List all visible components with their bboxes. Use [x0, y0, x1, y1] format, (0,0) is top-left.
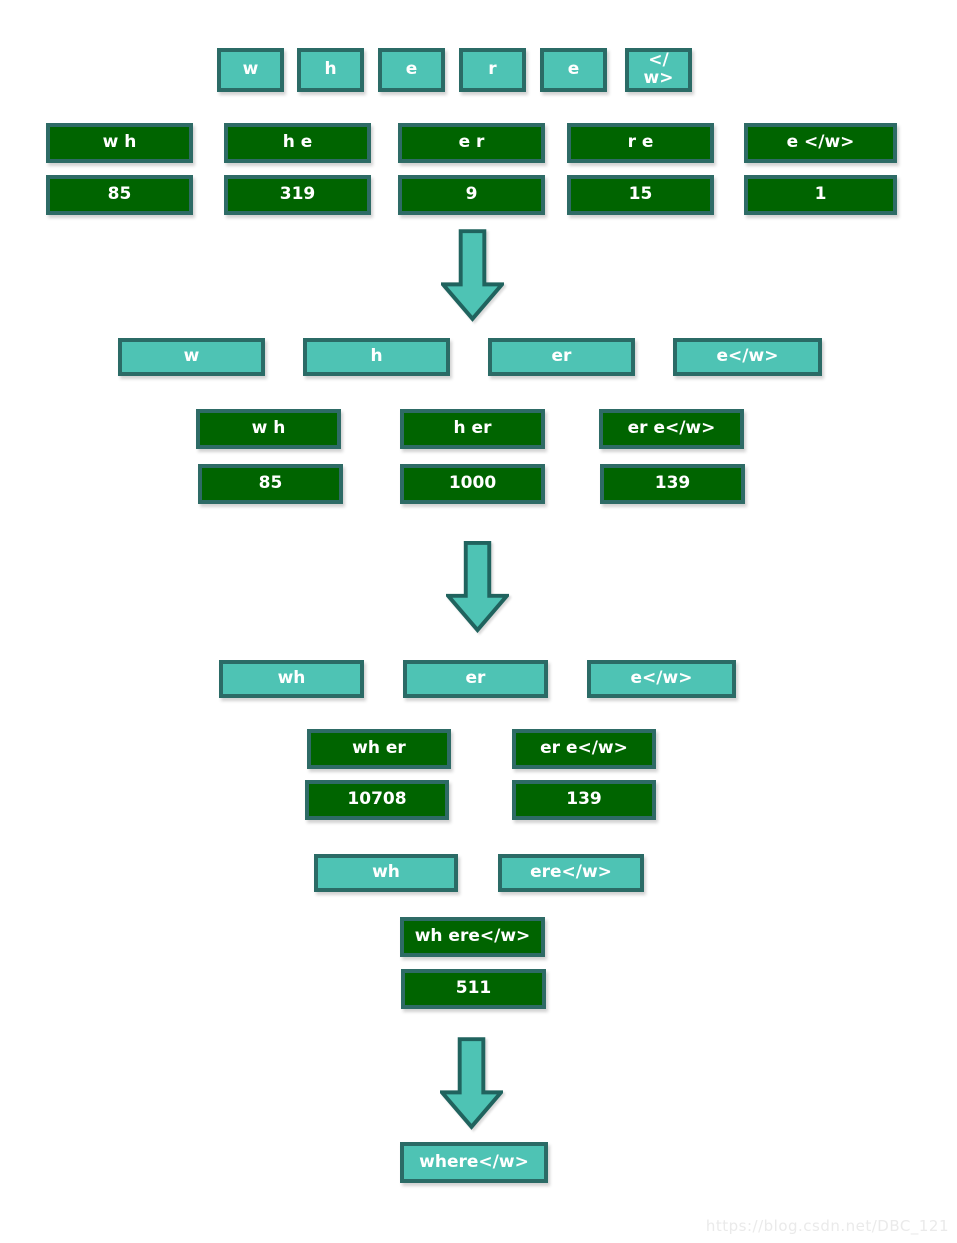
token-box: wh: [219, 660, 364, 698]
token-box: er: [488, 338, 635, 376]
pair-box: e r: [398, 123, 545, 163]
count-box: 511: [401, 969, 546, 1009]
token-box: h: [297, 48, 364, 92]
pair-box: wh er: [307, 729, 451, 769]
count-box: 139: [512, 780, 656, 820]
token-box: e: [378, 48, 445, 92]
pair-box: w h: [196, 409, 341, 449]
token-box: wh: [314, 854, 458, 892]
token-box: ere</w>: [498, 854, 644, 892]
token-box: er: [403, 660, 548, 698]
pair-box: w h: [46, 123, 193, 163]
watermark: https://blog.csdn.net/DBC_121: [705, 1217, 949, 1235]
token-box: e: [540, 48, 607, 92]
token-box: w: [217, 48, 284, 92]
count-box: 319: [224, 175, 371, 215]
pair-box: er e</w>: [512, 729, 656, 769]
token-box-end-of-word: </w>: [625, 48, 692, 92]
down-arrow-icon: [441, 229, 504, 322]
count-box: 15: [567, 175, 714, 215]
token-box: h: [303, 338, 450, 376]
count-box: 85: [46, 175, 193, 215]
down-arrow-icon: [446, 541, 509, 633]
count-box: 139: [600, 464, 745, 504]
pair-box: r e: [567, 123, 714, 163]
token-box: w: [118, 338, 265, 376]
count-box: 1000: [400, 464, 545, 504]
token-box: e</w>: [673, 338, 822, 376]
count-box: 10708: [305, 780, 449, 820]
down-arrow-icon: [440, 1037, 503, 1130]
count-box: 1: [744, 175, 897, 215]
count-box: 9: [398, 175, 545, 215]
pair-box: h e: [224, 123, 371, 163]
token-box: e</w>: [587, 660, 736, 698]
count-box: 85: [198, 464, 343, 504]
token-box: r: [459, 48, 526, 92]
pair-box: h er: [400, 409, 545, 449]
final-token-box: where</w>: [400, 1142, 548, 1183]
pair-box: er e</w>: [599, 409, 744, 449]
pair-box: wh ere</w>: [400, 917, 545, 957]
pair-box: e </w>: [744, 123, 897, 163]
